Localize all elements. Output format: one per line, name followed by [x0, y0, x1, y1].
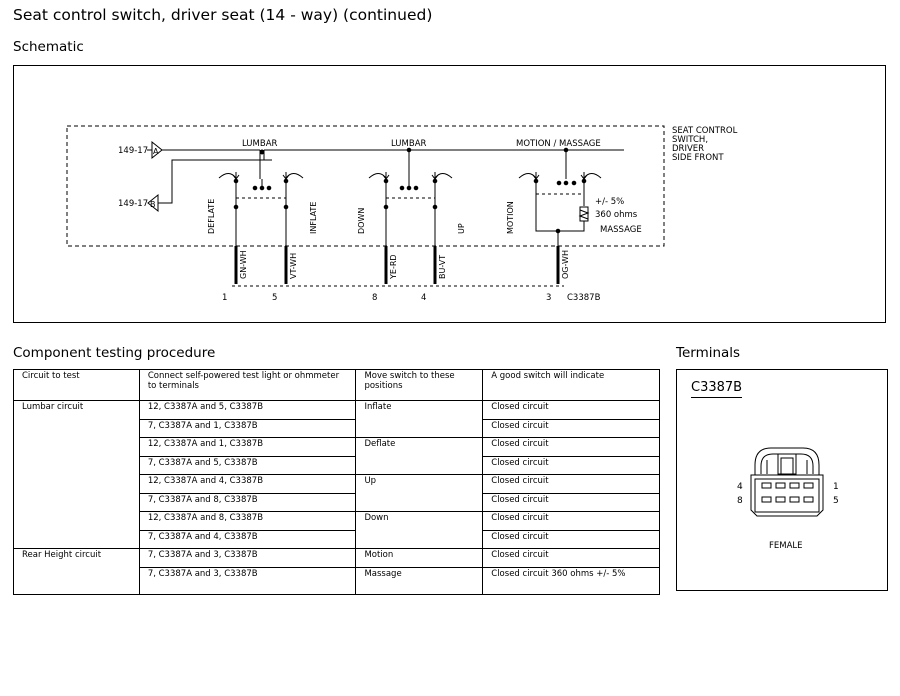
header-circuit: Circuit to test [13, 369, 140, 401]
row-terminals: 7, C3387A and 8, C3387B [138, 492, 357, 512]
row-position: Motion [355, 548, 484, 568]
row-terminals: 7, C3387A and 4, C3387B [138, 529, 357, 549]
connector-a-symbol [151, 140, 163, 160]
terminal-gender: FEMALE [769, 541, 803, 551]
row-terminals: 12, C3387A and 8, C3387B [138, 511, 357, 531]
row-result: Closed circuit [482, 474, 660, 494]
terminal-connector-name: C3387B [691, 380, 743, 398]
lumbar-switch-group-1 [218, 149, 304, 246]
pin-number-1: 1 [222, 293, 227, 303]
table-row: Rear Height circuit 7, C3387A and 3, C33… [13, 548, 660, 595]
connector-a-letter: A [153, 147, 159, 156]
table-header-row: Circuit to test Connect self-powered tes… [13, 369, 660, 401]
row-position: Up [355, 474, 484, 512]
switch-label-up: UP [457, 223, 466, 234]
component-label-line-2: SWITCH, [672, 135, 708, 145]
pin-numbers: 1 5 8 4 3 [222, 293, 551, 303]
table-row: 7, C3387A and 4, C3387B Closed circuit [14, 529, 660, 549]
switch-label-inflate: INFLATE [309, 202, 318, 234]
group-label-motion-massage: MOTION / MASSAGE [516, 139, 601, 149]
component-label-line-3: DRIVER [672, 144, 704, 154]
table-row: 7, C3387A and 8, C3387B Closed circuit [14, 492, 660, 512]
schematic-frame: SEAT CONTROL SWITCH, DRIVER SIDE FRONT 1… [13, 65, 886, 323]
row-result: Closed circuit [482, 455, 660, 475]
group-label-lumbar-1: LUMBAR [242, 139, 278, 149]
pin-number-4: 4 [421, 293, 426, 303]
circuit-rear-height: Rear Height circuit [13, 548, 140, 595]
procedure-heading: Component testing procedure [13, 345, 216, 361]
row-result: Closed circuit [482, 400, 660, 420]
row-terminals: 7, C3387A and 3, C3387B [138, 566, 357, 595]
row-position: Down [355, 511, 484, 549]
row-position: Deflate [355, 437, 484, 475]
component-label-line-4: SIDE FRONT [672, 153, 724, 163]
row-terminals: 12, C3387A and 4, C3387B [138, 474, 357, 494]
resistor-value: 360 ohms [595, 210, 638, 220]
wire-color-vt-wh: VT-WH [289, 253, 298, 279]
row-result: Closed circuit [482, 529, 660, 549]
wire-color-ye-rd: YE-RD [389, 254, 398, 280]
table-row: 7, C3387A and 3, C3387B Massage Closed c… [14, 566, 660, 595]
header-move-switch: Move switch to these positions [355, 369, 484, 401]
row-position: Inflate [355, 400, 484, 438]
row-terminals: 12, C3387A and 5, C3387B [138, 400, 357, 420]
row-result: Closed circuit [482, 437, 660, 457]
wire-color-labels: GN-WH VT-WH YE-RD BU-VT OG-WH [239, 250, 570, 280]
table-row: 12, C3387A and 4, C3387B Up Closed circu… [14, 474, 660, 512]
circuit-lumbar: Lumbar circuit [13, 400, 140, 549]
lumbar-switch-group-2 [368, 147, 453, 246]
row-result: Closed circuit [482, 418, 660, 438]
component-outline [66, 125, 665, 247]
switch-label-motion: MOTION [506, 201, 515, 234]
connector-b-ref: 149-17 [118, 199, 148, 209]
row-terminals: 7, C3387A and 5, C3387B [138, 455, 357, 475]
header-good-switch: A good switch will indicate [482, 369, 660, 401]
switch-label-down: DOWN [357, 208, 366, 234]
switch-label-massage: MASSAGE [600, 225, 642, 235]
row-terminals: 12, C3387A and 1, C3387B [138, 437, 357, 457]
pin-number-5: 5 [272, 293, 277, 303]
wire-color-gn-wh: GN-WH [239, 250, 248, 279]
connector-b-letter: B [150, 200, 156, 209]
harness-wires [234, 246, 560, 284]
terminal-pin-1: 1 [833, 482, 839, 492]
schematic-heading: Schematic [13, 39, 84, 55]
pin-number-8: 8 [372, 293, 377, 303]
row-result: Closed circuit [482, 511, 660, 531]
connector-ref-c3387b: C3387B [567, 293, 601, 303]
resistor-tolerance: +/- 5% [595, 197, 624, 207]
schematic-diagram: SEAT CONTROL SWITCH, DRIVER SIDE FRONT 1… [66, 125, 738, 303]
table-row: 7, C3387A and 5, C3387B Closed circuit [14, 455, 660, 475]
switch-label-deflate: DEFLATE [207, 199, 216, 234]
row-result: Closed circuit [482, 492, 660, 512]
terminal-pin-8: 8 [737, 496, 743, 506]
row-terminals: 7, C3387A and 3, C3387B [138, 548, 357, 568]
component-label-line-1: SEAT CONTROL [672, 126, 738, 136]
motion-massage-switch-group [518, 147, 602, 246]
connector-a-ref: 149-17 [118, 146, 148, 156]
row-result: Closed circuit 360 ohms +/- 5% [482, 566, 660, 595]
row-result: Closed circuit [482, 548, 660, 568]
terminal-pin-4: 4 [737, 482, 743, 492]
table-row: Lumbar circuit 12, C3387A and 5, C3387B … [13, 400, 660, 549]
wire-color-og-wh: OG-WH [561, 250, 570, 279]
terminals-panel: C3387B 4 8 1 5 FEMALE [676, 369, 888, 591]
table-row: 12, C3387A and 1, C3387B Deflate Closed … [14, 437, 660, 475]
row-position: Massage [355, 566, 484, 595]
terminal-pin-5: 5 [833, 496, 839, 506]
testing-procedure-table: Circuit to test Connect self-powered tes… [13, 369, 660, 595]
row-terminals: 7, C3387A and 1, C3387B [138, 418, 357, 438]
wire-color-bu-vt: BU-VT [438, 255, 447, 279]
connector-face-drawing: 4 8 1 5 FEMALE [737, 447, 839, 551]
header-connect: Connect self-powered test light or ohmme… [138, 369, 357, 401]
table-row: 7, C3387A and 1, C3387B Closed circuit [14, 418, 660, 438]
group-label-lumbar-2: LUMBAR [391, 139, 427, 149]
component-label: SEAT CONTROL SWITCH, DRIVER SIDE FRONT [672, 126, 738, 163]
pin-number-3: 3 [546, 293, 551, 303]
page-title: Seat control switch, driver seat (14 - w… [13, 6, 433, 24]
terminals-heading: Terminals [676, 345, 741, 361]
